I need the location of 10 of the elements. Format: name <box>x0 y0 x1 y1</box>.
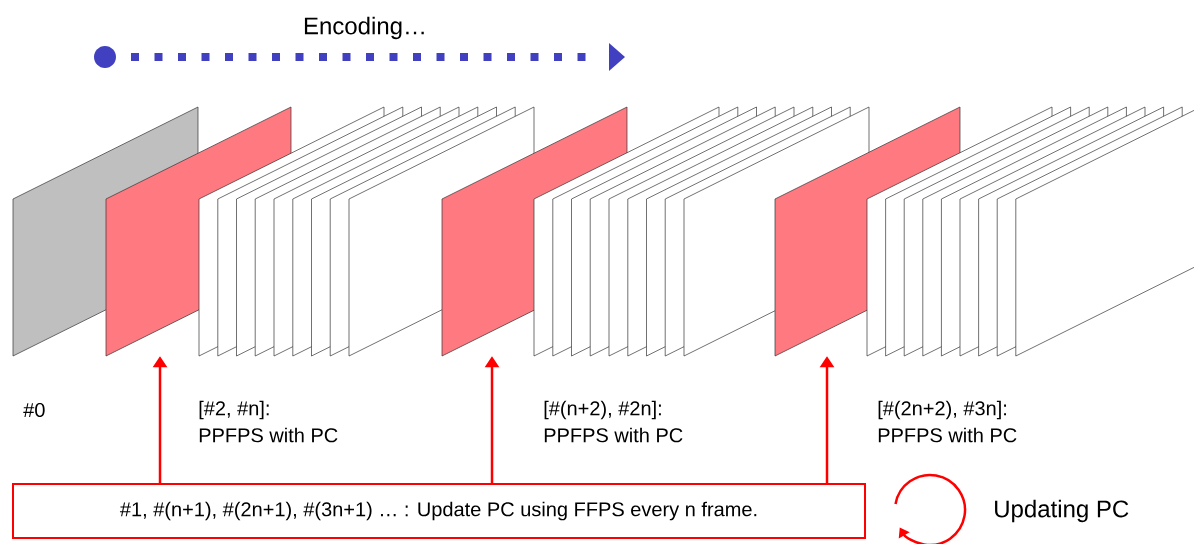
caption-text: Encoding… <box>304 16 424 40</box>
frame-range-label: [#(2n+2), #3n]: <box>878 400 1006 420</box>
frame-range-label: PPFPS with PC <box>544 427 683 443</box>
icon-label: Updating PC <box>995 499 1129 523</box>
frame-range-label: [#2, #n]: <box>199 400 269 420</box>
note-box: #1, #(n+1), #(2n+1), #(3n+1) … : Update PC using FFPS every n frame. <box>12 483 866 539</box>
frame-range-label: [#(n+2), #2n]: <box>544 400 661 420</box>
frame-range-label: PPFPS with PC <box>199 427 338 443</box>
frame-range-label: PPFPS with PC <box>878 427 1017 443</box>
frame-label: #0 <box>23 402 45 418</box>
